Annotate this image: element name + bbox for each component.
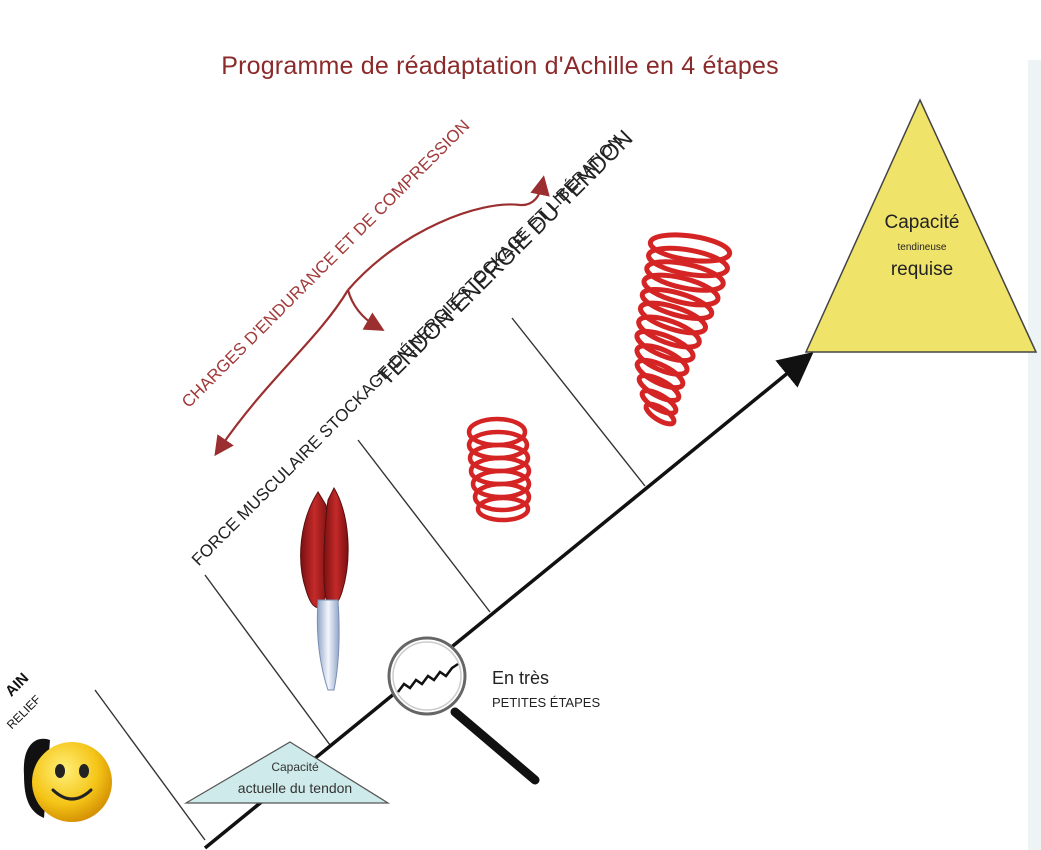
diagram-title: Programme de réadaptation d'Achille en 4… [221, 52, 779, 80]
required-capacity-triangle [804, 98, 1038, 353]
current-capacity-line1: Capacité [271, 760, 319, 774]
required-capacity-line1: Capacité [884, 212, 960, 233]
required-capacity-line2: tendineuse [897, 242, 947, 253]
right-edge-band [1028, 60, 1041, 850]
current-capacity-label: Capacité actuelle du tendon [220, 760, 370, 796]
smiley-icon [23, 738, 112, 822]
staircase [94, 317, 646, 841]
small-steps-line2: PETITES ÉTAPES [492, 695, 601, 710]
required-capacity-label: Capacité tendineuse requise [852, 212, 992, 281]
required-capacity-line3: requise [890, 259, 954, 280]
current-capacity-line2: actuelle du tendon [237, 780, 353, 796]
spring-icon-large [634, 232, 733, 427]
small-steps-line1: En très [492, 668, 550, 688]
small-steps-label: En très PETITES ÉTAPES [492, 668, 600, 710]
muscle-icon [300, 486, 349, 691]
endurance-brace [214, 175, 550, 457]
current-capacity-triangle [183, 741, 391, 804]
magnifier-icon [387, 636, 540, 785]
spring-icon-small [466, 416, 532, 523]
